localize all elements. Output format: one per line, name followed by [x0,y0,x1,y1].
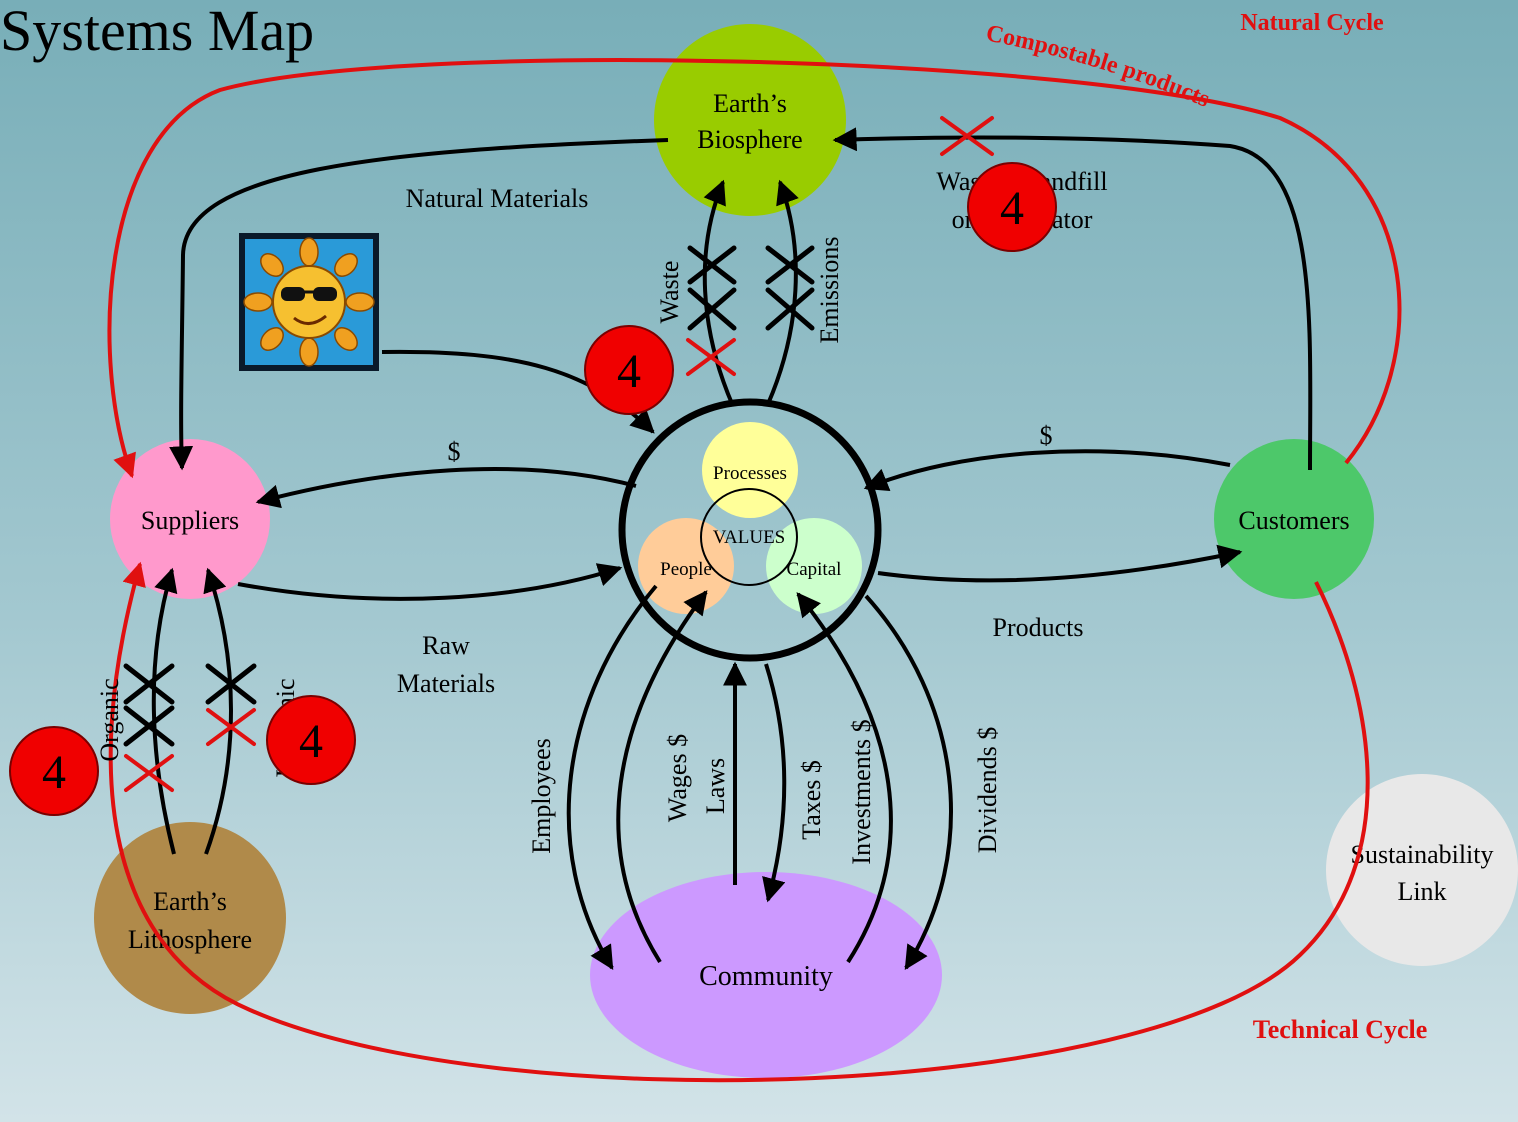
lithosphere-label-2: Lithosphere [128,925,252,954]
emissions-arrow [766,179,799,405]
dividends-arrow [864,594,953,971]
waste-arrow [702,179,735,407]
wages-label: Wages $ [663,734,692,822]
svg-text:4: 4 [617,345,641,398]
employees-arrow [566,584,658,971]
wages-arrow [616,590,708,964]
community-label: Community [699,961,833,992]
taxes-arrow [762,663,787,903]
capital-node [766,518,862,614]
values-label: VALUES [713,527,786,548]
x-mark-icon [940,116,994,156]
technical-cycle-label: Technical Cycle [1253,1015,1428,1044]
x-mark-icon [687,245,737,285]
x-mark-icon-group-black [123,245,815,747]
payment-from-customers-arrow [863,449,1231,492]
lithosphere-label-1: Earth’s [153,887,227,916]
svg-text:4: 4 [299,715,323,768]
values-ring [700,488,798,586]
suppliers-label: Suppliers [141,506,239,535]
laws-label: Laws [701,758,730,814]
page-title: Systems Map [0,0,315,63]
customers-node [1214,439,1374,599]
dollar-left-label: $ [448,437,461,466]
organic-label: Organic [95,678,124,761]
people-node [638,518,734,614]
x-mark-icon [124,754,174,792]
x-mark-icon [123,663,175,705]
waste-landfill-arrow [832,127,1313,471]
investments-arrow [796,592,893,964]
customers-label: Customers [1238,506,1349,535]
flow-arrows [151,127,1313,971]
compostable-products-label: Compostable products [984,20,1214,112]
dollar-right-label: $ [1040,421,1053,450]
natural-cycle-loop [107,58,1402,479]
biosphere-label-2: Biosphere [697,125,802,154]
natural-cycle-label: Natural Cycle [1240,10,1384,36]
employees-label: Employees [527,738,556,854]
technical-cycle-loop [108,561,1370,1083]
badge-right: 4 [266,695,356,785]
waste-label: Waste [655,261,684,324]
sun-with-sunglasses-icon [239,233,379,371]
x-mark-icon [765,287,815,331]
x-mark-icon [686,338,736,376]
dividends-label: Dividends $ [973,727,1002,853]
community-node [590,872,942,1078]
products-label: Products [993,613,1084,642]
sustainability-label-1: Sustainability [1351,840,1494,869]
svg-text:4: 4 [42,746,66,799]
biosphere-node [654,24,846,216]
raw-materials-label-1: Raw [422,631,470,660]
x-mark-icon [123,705,175,747]
lithosphere-node [94,822,286,1014]
natural-materials-label: Natural Materials [406,184,589,213]
investments-label: Investments $ [847,719,876,864]
x-mark-icon [205,663,257,705]
x-mark-icon [687,287,737,331]
natural-materials-arrow [169,138,669,471]
raw-materials-label-2: Materials [397,669,495,698]
processes-label: Processes [713,463,787,484]
x-mark-icon [765,245,815,285]
inorganic-materials-arrow [203,567,233,855]
organization-ring [618,398,882,662]
suppliers-node [110,439,270,599]
emissions-label: Emissions [815,237,844,344]
sustainability-label-2: Link [1397,877,1446,906]
badge-top: 4 [967,162,1057,252]
capital-label: Capital [787,559,842,580]
x-mark-icon [206,708,256,746]
svg-text:4: 4 [1000,182,1024,235]
sustainability-link-node[interactable] [1326,774,1518,966]
payment-to-suppliers-arrow [255,467,637,509]
products-arrow [877,544,1243,583]
people-label: People [660,559,712,580]
raw-materials-arrow [237,563,623,601]
badge-center: 4 [584,325,674,415]
x-mark-icon-group-red [124,116,994,792]
taxes-label: Taxes $ [797,760,826,840]
badge-left: 4 [9,726,99,816]
organic-materials-arrow [151,567,178,855]
cycle-loops [107,58,1402,1083]
biosphere-label-1: Earth’s [713,89,787,118]
